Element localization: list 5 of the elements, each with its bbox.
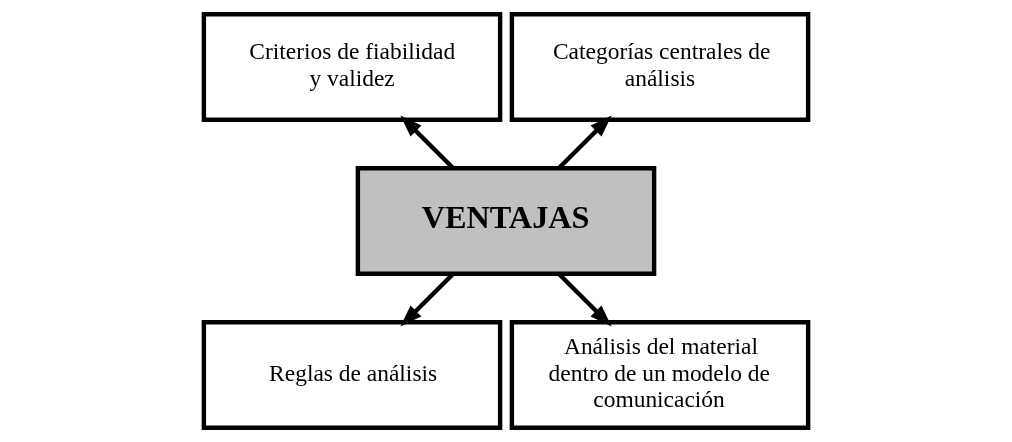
node-box: Análisis del material dentro de un modelo de comunicación — [509, 320, 811, 430]
node-box: Categorías centrales de análisis — [509, 12, 811, 122]
node-box: Criterios de fiabilidad y validez — [201, 12, 503, 122]
node-box: VENTAJAS — [355, 166, 657, 276]
node-box: Reglas de análisis — [201, 320, 503, 430]
